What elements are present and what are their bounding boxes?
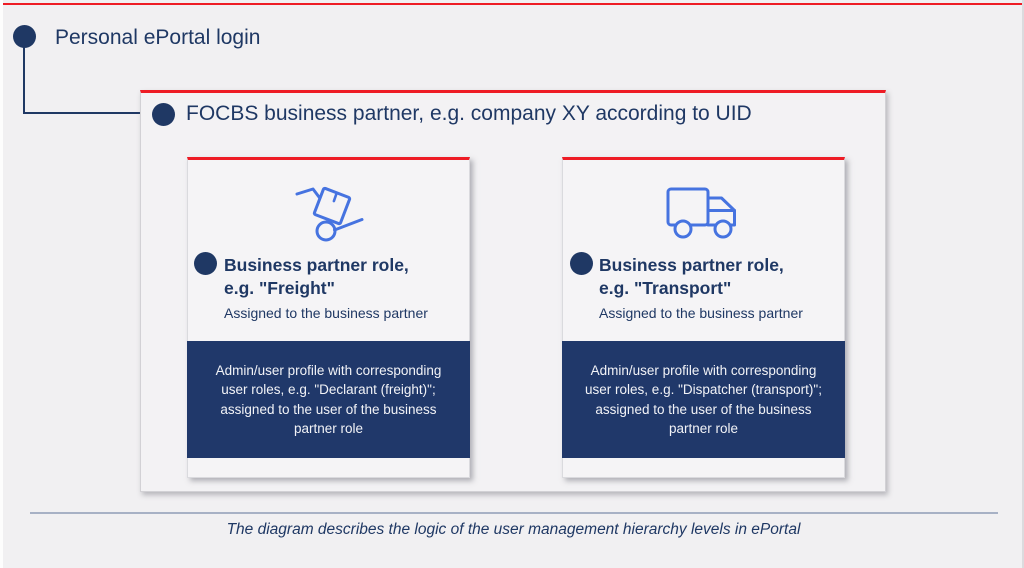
transport-card: Business partner role, e.g. "Transport" … (562, 157, 845, 478)
transport-bullet (570, 252, 593, 275)
freight-role-block: Business partner role, e.g. "Freight" As… (224, 254, 428, 322)
transport-icon-wrap (563, 178, 844, 246)
transport-role-subtitle: Assigned to the business partner (599, 305, 803, 321)
connector-root-vertical (23, 47, 25, 113)
transport-admin-line: partner role (668, 421, 739, 436)
freight-admin-line: user roles, e.g. "Declarant (freight)"; (221, 382, 436, 397)
transport-admin-line: assigned to the user of the business (595, 401, 812, 417)
slide-right-edge (1022, 0, 1024, 568)
personal-login-bullet (13, 25, 36, 48)
transport-admin-line: Admin/user profile with corresponding (590, 362, 817, 378)
transport-role-title-line2: e.g. "Transport" (599, 278, 732, 298)
footer-divider-line (30, 512, 998, 514)
focbs-bullet (152, 103, 175, 126)
freight-bullet (194, 252, 217, 275)
freight-role-subtitle: Assigned to the business partner (224, 305, 428, 321)
top-accent-line (3, 3, 1024, 5)
diagram-caption: The diagram describes the logic of the u… (226, 521, 801, 538)
freight-admin-line: Admin/user profile with corresponding (215, 362, 442, 378)
freight-icon-wrap (188, 178, 469, 246)
freight-role-title-line2: e.g. "Freight" (224, 278, 335, 298)
freight-role-title-line1: Business partner role, (224, 255, 409, 275)
freight-admin-line: assigned to the user of the business (220, 401, 437, 417)
transport-role-block: Business partner role, e.g. "Transport" … (599, 254, 803, 322)
freight-admin-line: partner role (293, 421, 364, 436)
freight-admin-box: Admin/user profile with corresponding us… (187, 341, 470, 458)
personal-login-label: Personal ePortal login (55, 26, 261, 49)
truck-icon (666, 187, 736, 239)
focbs-title: FOCBS business partner, e.g. company XY … (186, 102, 752, 125)
connector-root-horizontal (23, 112, 154, 114)
transport-admin-box: Admin/user profile with corresponding us… (562, 341, 845, 458)
freight-card: Business partner role, e.g. "Freight" As… (187, 157, 470, 478)
hand-truck-icon (295, 186, 363, 242)
transport-role-title-line1: Business partner role, (599, 255, 784, 275)
transport-admin-line: user roles, e.g. "Dispatcher (transport)… (585, 382, 822, 397)
